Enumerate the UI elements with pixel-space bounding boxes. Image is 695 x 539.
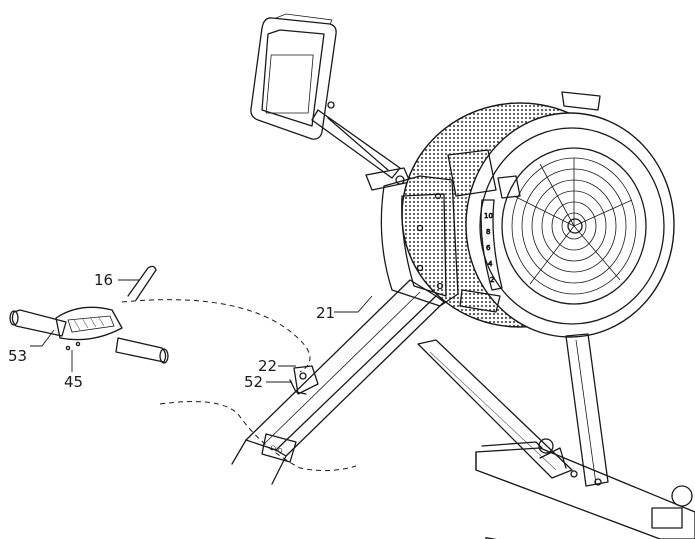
svg-text:10: 10 [484, 212, 493, 220]
fastener-part-45 [65, 341, 81, 351]
callout-22: 22 [258, 357, 277, 375]
svg-text:4: 4 [488, 260, 493, 268]
svg-text:6: 6 [486, 244, 491, 252]
main-rail: CLQ [231, 279, 445, 485]
callout-52: 52 [244, 373, 263, 391]
callout-45: 45 [64, 373, 83, 391]
front-frame-bracket [380, 175, 459, 307]
rail-label-plate: CLQ [261, 433, 297, 463]
rail-bracket-part-22 [289, 365, 319, 395]
monitor-arm [311, 109, 411, 191]
pin-part-16 [127, 265, 157, 301]
chain-path [121, 299, 357, 472]
monitor [250, 13, 337, 140]
callout-53: 53 [8, 347, 27, 365]
fan-grille [511, 157, 637, 295]
handle-bar [9, 306, 169, 364]
callout-21: 21 [316, 304, 335, 322]
svg-text:8: 8 [486, 228, 490, 236]
damper-scale: 10 8 6 4 2 [480, 199, 503, 291]
svg-text:CLQ: CLQ [269, 444, 283, 455]
callout-16: 16 [94, 271, 113, 289]
leader-lines [30, 279, 373, 383]
fan-housing: 10 8 6 4 2 [401, 91, 675, 338]
front-leg [565, 333, 609, 487]
svg-text:2: 2 [490, 276, 494, 284]
front-stabilizer [475, 438, 695, 539]
rear-support-leg [417, 339, 573, 479]
